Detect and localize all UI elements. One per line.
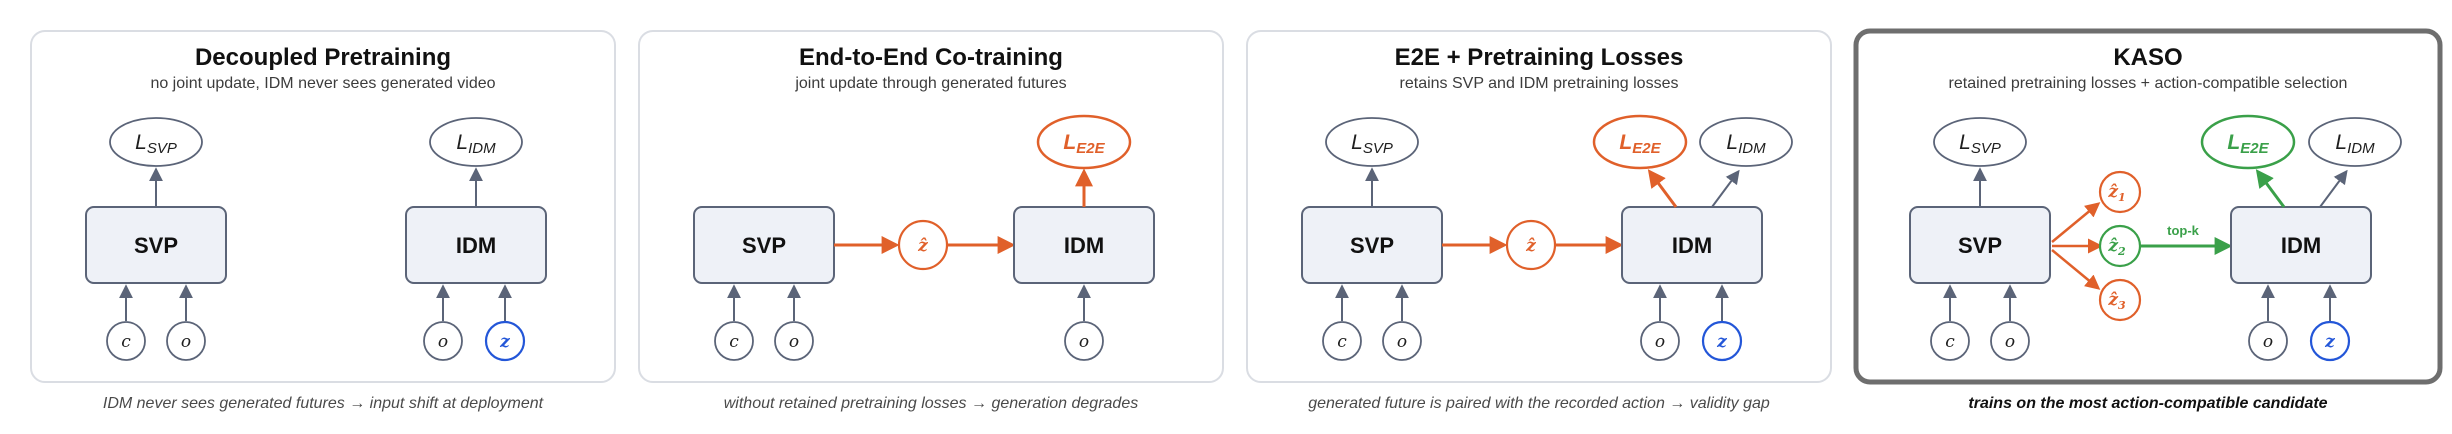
context-input-node <box>1930 321 1970 361</box>
panel-caption: without retained pretraining losses → ge… <box>724 395 1138 412</box>
panel-subtitle: retains SVP and IDM pretraining losses <box>1400 75 1679 92</box>
svp-loss-node <box>1933 117 2027 167</box>
panel-frame <box>1246 30 1832 383</box>
context-input-label: c <box>729 332 739 352</box>
e2e-loss-label: LE2E <box>2227 131 2269 157</box>
observation-input-label: o <box>1079 332 1089 352</box>
observation-input-label: o <box>1397 332 1407 352</box>
idm-module-label: IDM <box>2281 233 2321 258</box>
idm-loss-label: LIDM <box>1726 131 1766 157</box>
observation-input-node <box>423 321 463 361</box>
idm-to-idm-loss-arrow <box>2319 169 2348 208</box>
panel-kaso: KASO retained pretraining losses + actio… <box>1853 28 2443 385</box>
context-input-node <box>1322 321 1362 361</box>
svp-module-label: SVP <box>1958 233 2002 258</box>
e2e-loss-node <box>2200 114 2296 170</box>
e2e-loss-node <box>1036 114 1132 170</box>
idm-module-label: IDM <box>1064 233 1104 258</box>
latent-action-input-node <box>484 320 526 362</box>
e2e-loss-node <box>1592 114 1688 170</box>
idm-to-e2e-loss-arrow <box>1647 169 1678 208</box>
observation-input-label: o <box>438 332 448 352</box>
idm-module <box>405 206 547 284</box>
panel-e2e-plus-pretraining: E2E + Pretraining Losses retains SVP and… <box>1246 30 1832 383</box>
svp-loss-label: LSVP <box>1959 131 2001 157</box>
svp-to-candidate-3-arrow <box>2051 249 2101 290</box>
candidate-1-node <box>2098 170 2142 214</box>
observation-input-node <box>166 321 206 361</box>
panel-subtitle: no joint update, IDM never sees generate… <box>150 75 495 92</box>
idm-loss-label: LIDM <box>456 131 496 157</box>
panel-subtitle: joint update through generated futures <box>794 75 1066 92</box>
panel-title: E2E + Pretraining Losses <box>1395 44 1684 71</box>
svp-to-candidate-1-arrow <box>2051 202 2101 243</box>
candidate-2-label: ẑ2 <box>2107 236 2126 258</box>
latent-action-input-node <box>2309 320 2351 362</box>
observation-input-label: o <box>1655 332 1665 352</box>
e2e-loss-label: LE2E <box>1619 131 1661 157</box>
candidate-1-label: ẑ1 <box>2107 182 2125 204</box>
observation-input-label: o <box>789 332 799 352</box>
e2e-loss-label: LE2E <box>1063 131 1105 157</box>
candidate-3-label: ẑ3 <box>2107 290 2126 312</box>
idm-loss-label: LIDM <box>2335 131 2375 157</box>
latent-action-input-label: z <box>2324 332 2335 352</box>
observation-input-label: o <box>2263 332 2273 352</box>
latent-action-input-node <box>1701 320 1743 362</box>
idm-loss-node <box>429 117 523 167</box>
panel-subtitle: retained pretraining losses + action-com… <box>1949 75 2348 92</box>
observation-input-node <box>2248 321 2288 361</box>
panel-title: End-to-End Co-training <box>799 44 1063 71</box>
observation-input-node <box>1990 321 2030 361</box>
idm-loss-node <box>1699 117 1793 167</box>
candidate-3-node <box>2098 278 2142 322</box>
context-input-node <box>714 321 754 361</box>
latent-action-input-label: z <box>1716 332 1727 352</box>
latent-action-input-label: z <box>499 332 510 352</box>
idm-to-e2e-loss-arrow <box>2255 169 2286 208</box>
observation-input-label: o <box>2005 332 2015 352</box>
generated-future-label: ẑ <box>917 236 928 256</box>
panel-caption: generated future is paired with the reco… <box>1308 395 1770 412</box>
svp-loss-label: LSVP <box>135 131 177 157</box>
svp-loss-node <box>1325 117 1419 167</box>
topk-label: top-k <box>2167 223 2200 238</box>
observation-input-label: o <box>181 332 191 352</box>
svp-module <box>1909 206 2051 284</box>
observation-input-node <box>774 321 814 361</box>
panel-title: KASO <box>2113 44 2182 71</box>
context-input-label: c <box>1337 332 1347 352</box>
panel-frame-highlighted <box>1853 28 2443 385</box>
observation-input-node <box>1064 321 1104 361</box>
generated-future-label: ẑ <box>1525 236 1536 256</box>
panel-caption: trains on the most action-compatible can… <box>1968 395 2327 412</box>
svp-module-label: SVP <box>742 233 786 258</box>
idm-module <box>1621 206 1763 284</box>
panel-end-to-end-cotraining: End-to-End Co-training joint update thro… <box>638 30 1224 383</box>
idm-module <box>2230 206 2372 284</box>
context-input-label: c <box>1945 332 1955 352</box>
panel-title: Decoupled Pretraining <box>195 44 451 71</box>
idm-module-label: IDM <box>1672 233 1712 258</box>
svp-loss-label: LSVP <box>1351 131 1393 157</box>
svp-module-label: SVP <box>1350 233 1394 258</box>
svp-module <box>85 206 227 284</box>
observation-input-node <box>1640 321 1680 361</box>
panel-decoupled-pretraining: Decoupled Pretraining no joint update, I… <box>30 30 616 383</box>
idm-loss-node <box>2308 117 2402 167</box>
panel-caption: IDM never sees generated futures → input… <box>103 395 544 412</box>
svp-loss-node <box>109 117 203 167</box>
svp-module-label: SVP <box>134 233 178 258</box>
idm-to-idm-loss-arrow <box>1711 169 1740 208</box>
idm-module-label: IDM <box>456 233 496 258</box>
context-input-node <box>106 321 146 361</box>
context-input-label: c <box>121 332 131 352</box>
observation-input-node <box>1382 321 1422 361</box>
